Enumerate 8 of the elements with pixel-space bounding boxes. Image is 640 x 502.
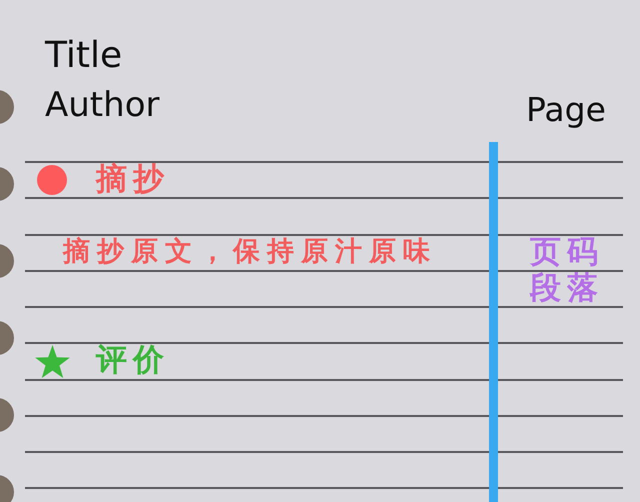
placeholder-text: Author — [45, 88, 160, 122]
placeholder-text: Title — [45, 38, 122, 74]
note-text: 段落 — [530, 273, 604, 304]
section-heading: 摘抄 — [96, 164, 170, 195]
section-heading: 评价 — [96, 345, 170, 376]
column-heading: Page — [526, 93, 606, 126]
note-text: 页码 — [530, 237, 604, 268]
note-text: 摘抄原文，保持原汁原味 — [63, 238, 437, 265]
